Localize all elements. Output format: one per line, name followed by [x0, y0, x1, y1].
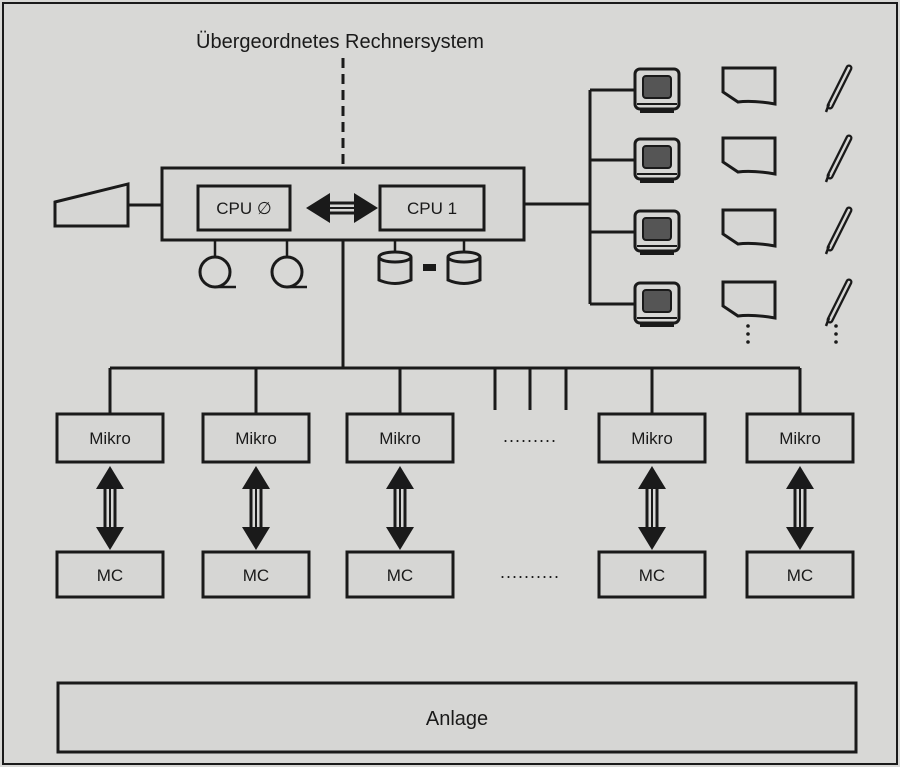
micro-label: Mikro [235, 429, 277, 448]
micro-box [345, 412, 455, 464]
paper-sheet-icon [721, 136, 777, 176]
micro-box [201, 412, 311, 464]
light-pen-icon [824, 206, 853, 255]
light-pen-icon [824, 134, 853, 183]
disk-link [423, 264, 436, 271]
mc-ellipsis: .......... [500, 562, 560, 582]
disk-drive-icon [377, 240, 413, 285]
mc-label: MC [639, 566, 665, 585]
micro-box [55, 412, 165, 464]
mc-label: MC [97, 566, 123, 585]
cpu-1-label: CPU 1 [407, 199, 457, 218]
monitor-icon [633, 209, 681, 255]
monitor-icon [633, 281, 681, 327]
terminal-rows [590, 64, 853, 327]
cpu-0-box [196, 184, 292, 232]
micro-label: Mikro [631, 429, 673, 448]
paper-sheet-icon [721, 66, 777, 106]
mc-label: MC [387, 566, 413, 585]
cpu-0-label: CPU ∅ [216, 199, 271, 218]
tape-reel-icon [198, 240, 236, 289]
micro-box [597, 412, 707, 464]
paper-sheet-icon [721, 208, 777, 248]
bidirectional-arrow [786, 466, 814, 550]
bidirectional-arrow [96, 466, 124, 550]
terminal-more-dots [746, 324, 838, 344]
plant-box [56, 681, 858, 754]
mc-box [597, 550, 707, 599]
bidirectional-arrow [638, 466, 666, 550]
light-pen-icon [824, 278, 853, 327]
host-system-label: Übergeordnetes Rechnersystem [196, 31, 484, 53]
mc-box [201, 550, 311, 599]
micro-ellipsis: ......... [503, 426, 557, 446]
paper-sheet-icon [721, 280, 777, 320]
mc-label: MC [787, 566, 813, 585]
mc-label: MC [243, 566, 269, 585]
tape-reel-icon [270, 240, 307, 289]
cpu-link-arrow [306, 193, 378, 223]
monitor-icon [633, 137, 681, 183]
plant-label: Anlage [426, 708, 488, 730]
cpu-1-box [378, 184, 486, 232]
micro-box [745, 412, 855, 464]
bidirectional-arrow [242, 466, 270, 550]
light-pen-icon [824, 64, 853, 113]
bidirectional-arrow [386, 466, 414, 550]
micro-label: Mikro [89, 429, 131, 448]
keyboard-console-icon [53, 182, 130, 228]
mc-box [745, 550, 855, 599]
micro-label: Mikro [379, 429, 421, 448]
mc-box [55, 550, 165, 599]
micro-label: Mikro [779, 429, 821, 448]
disk-drive-icon [446, 240, 482, 285]
mc-box [345, 550, 455, 599]
monitor-icon [633, 67, 681, 113]
